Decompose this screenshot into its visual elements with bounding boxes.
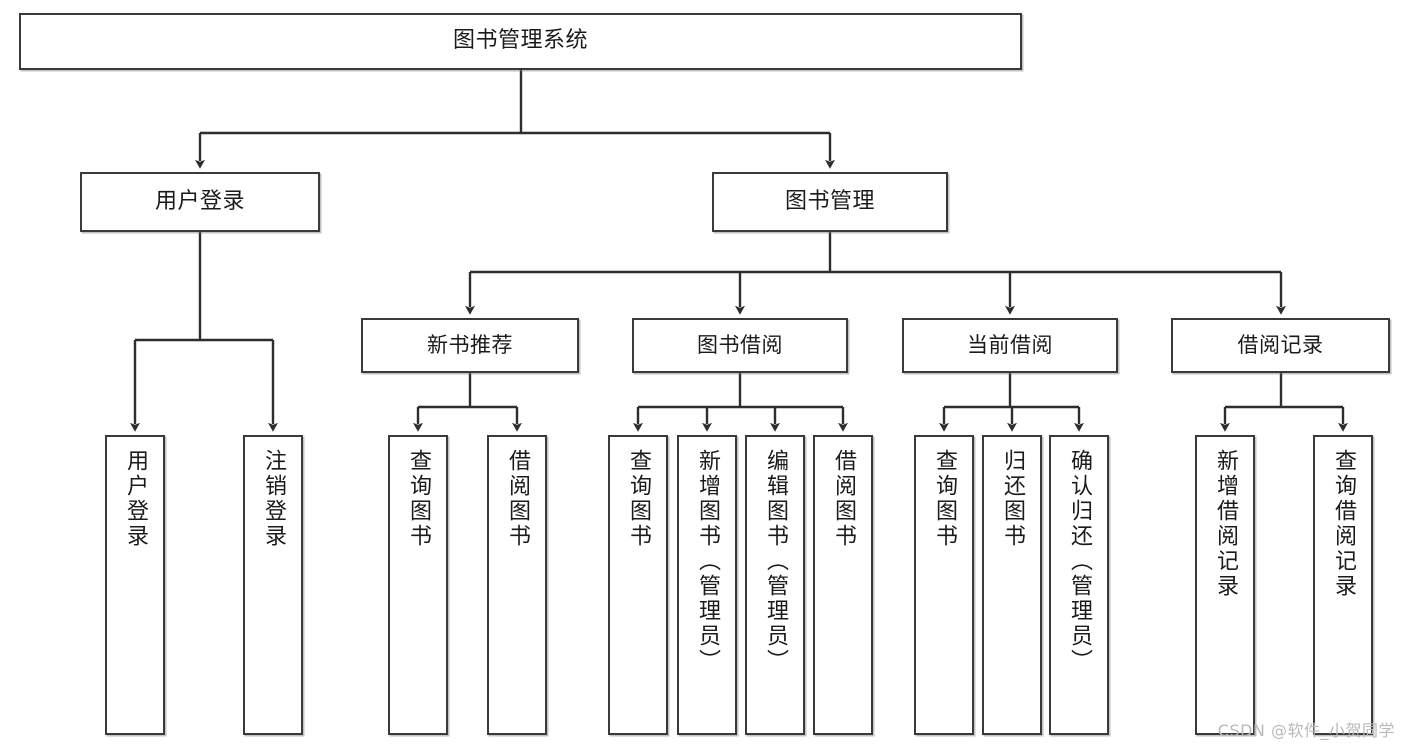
node-leaf-br-query[interactable]: 查询借阅记录: [1313, 435, 1373, 735]
tree-connectors: [130, 70, 1348, 432]
node-label-leaf-nb-query: 查询图书: [406, 449, 431, 549]
node-leaf-cb-confirm[interactable]: 确认归还（管理员）: [1049, 435, 1109, 735]
node-label-leaf-br-add: 新增借阅记录: [1213, 449, 1238, 599]
node-leaf-bb-add[interactable]: 新增图书（管理员）: [677, 435, 737, 735]
node-label-borrow-records: 借阅记录: [1237, 332, 1324, 357]
node-label-leaf-br-query: 查询借阅记录: [1331, 449, 1356, 599]
node-user-login[interactable]: 用户登录: [80, 172, 320, 232]
node-label-leaf-cb-return: 归还图书: [1000, 449, 1025, 549]
node-label-leaf-nb-borrow: 借阅图书: [505, 449, 530, 549]
node-label-book-borrow: 图书借阅: [697, 332, 783, 357]
node-leaf-cb-query[interactable]: 查询图书: [914, 435, 974, 735]
node-current-borrow[interactable]: 当前借阅: [902, 318, 1118, 373]
node-label-new-book-rec: 新书推荐: [427, 332, 513, 357]
node-borrow-records[interactable]: 借阅记录: [1171, 318, 1390, 373]
node-leaf-user-logout[interactable]: 注销登录: [243, 435, 303, 735]
node-leaf-cb-return[interactable]: 归还图书: [982, 435, 1042, 735]
node-book-borrow[interactable]: 图书借阅: [632, 318, 848, 373]
node-book-manage[interactable]: 图书管理: [712, 172, 948, 232]
node-new-book-rec[interactable]: 新书推荐: [361, 318, 579, 373]
node-label-leaf-bb-query: 查询图书: [626, 449, 651, 549]
node-label-leaf-user-login: 用户登录: [123, 449, 148, 549]
node-leaf-bb-borrow[interactable]: 借阅图书: [813, 435, 873, 735]
node-root[interactable]: 图书管理系统: [19, 13, 1022, 70]
node-label-user-login: 用户登录: [154, 188, 245, 214]
node-leaf-nb-borrow[interactable]: 借阅图书: [487, 435, 547, 735]
node-label-leaf-user-logout: 注销登录: [261, 449, 286, 549]
node-label-leaf-bb-borrow: 借阅图书: [831, 449, 856, 549]
node-leaf-bb-edit[interactable]: 编辑图书（管理员）: [745, 435, 805, 735]
node-leaf-br-add[interactable]: 新增借阅记录: [1195, 435, 1255, 735]
node-label-leaf-cb-confirm: 确认归还（管理员）: [1067, 449, 1092, 674]
node-label-root: 图书管理系统: [452, 28, 588, 54]
node-leaf-user-login[interactable]: 用户登录: [105, 435, 165, 735]
node-label-leaf-cb-query: 查询图书: [932, 449, 957, 549]
node-label-current-borrow: 当前借阅: [967, 332, 1053, 357]
node-label-leaf-bb-add: 新增图书（管理员）: [695, 449, 720, 674]
node-label-book-manage: 图书管理: [784, 188, 875, 214]
node-label-leaf-bb-edit: 编辑图书（管理员）: [763, 449, 788, 674]
node-leaf-bb-query[interactable]: 查询图书: [608, 435, 668, 735]
node-leaf-nb-query[interactable]: 查询图书: [388, 435, 448, 735]
